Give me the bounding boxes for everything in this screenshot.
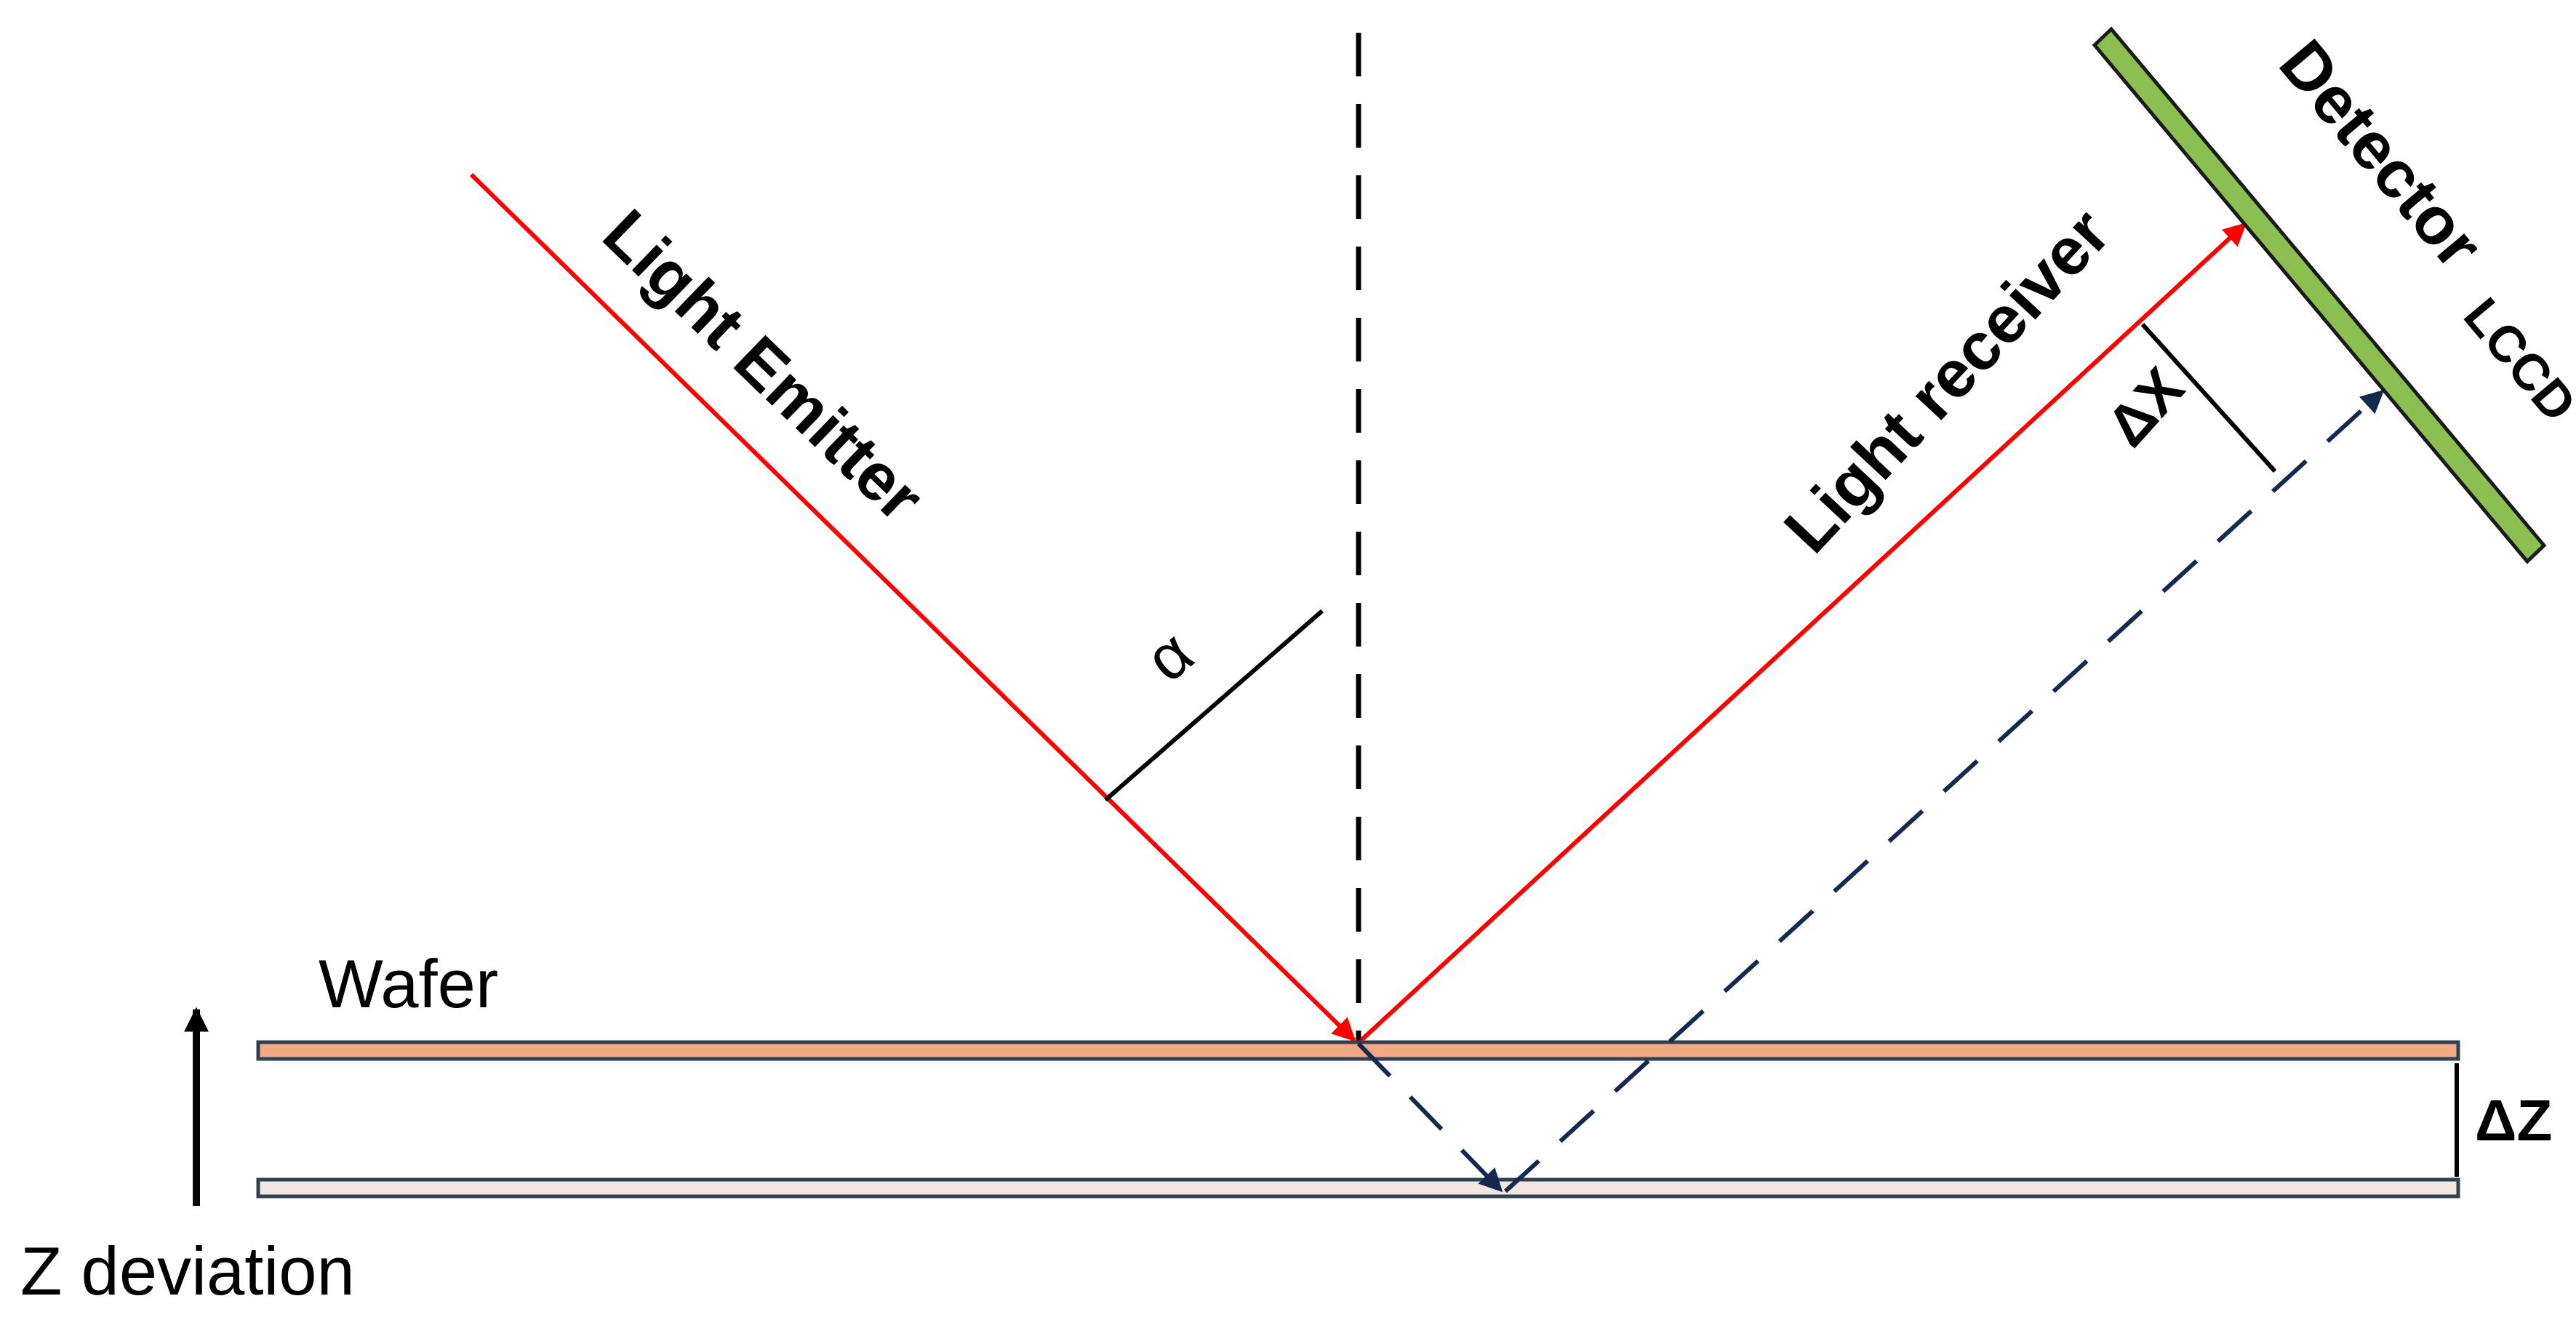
wafer-label: Wafer (319, 945, 498, 1022)
incident-beam (469, 172, 1356, 1042)
detector-bar (2092, 26, 2547, 564)
delta-x-arrow (2140, 322, 2277, 473)
alpha-label: α (1132, 616, 1207, 695)
delta-z-label: ΔZ (2475, 1088, 2552, 1153)
reflected-beam (1359, 222, 2247, 1042)
deviated-reflected-beam (1503, 389, 2385, 1193)
wafer-plate (256, 1040, 2460, 1061)
detector-label: Detector (2265, 26, 2497, 281)
z-deviation-label: Z deviation (20, 1233, 355, 1309)
delta-x-label: ΔX (2094, 356, 2196, 459)
alpha-angle-arrow (1104, 609, 1324, 802)
lccd-label: LCCD (2453, 287, 2576, 432)
wafer-shifted-plate (256, 1177, 2460, 1199)
light-emitter-label: Light Emitter (589, 196, 937, 535)
light-receiver-label: Light receiver (1770, 195, 2124, 567)
deviated-incident-beam (1356, 1041, 1503, 1193)
